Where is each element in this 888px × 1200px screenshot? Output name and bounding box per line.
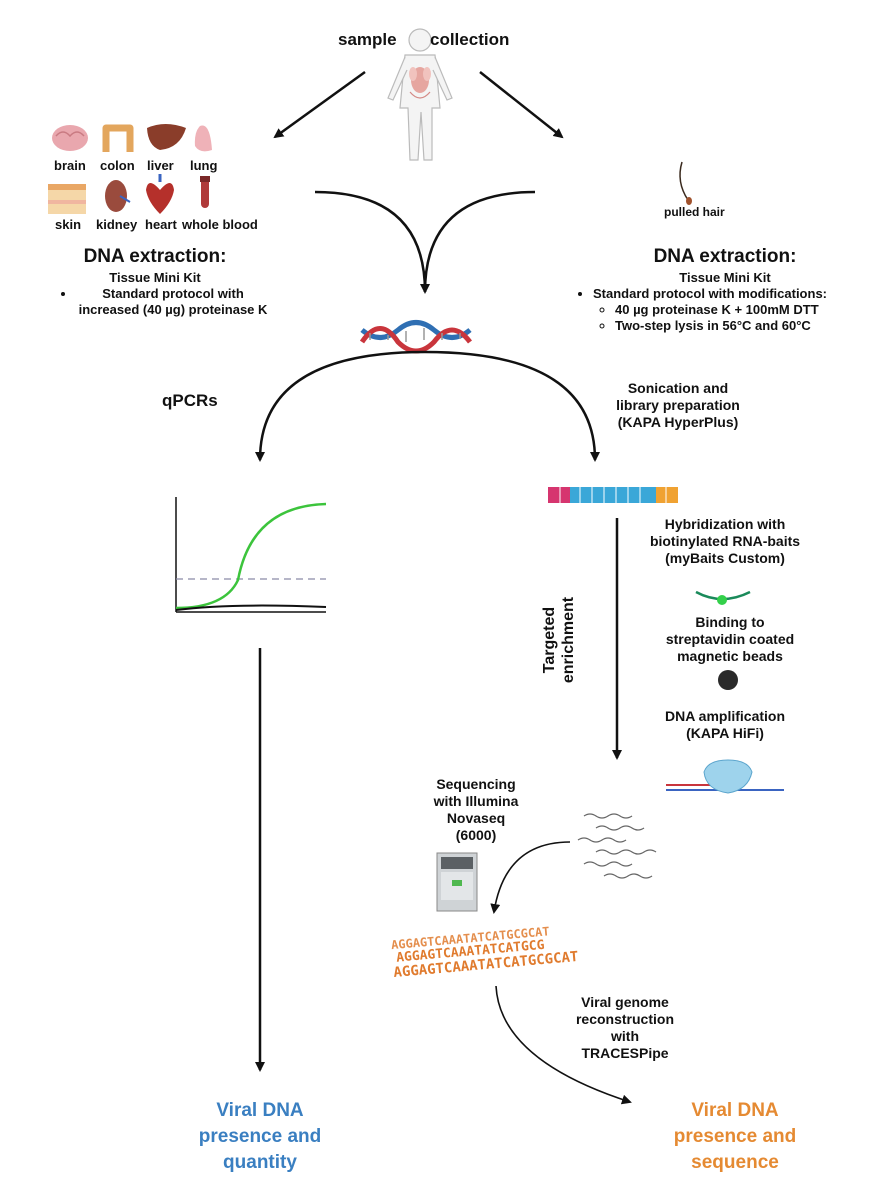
sonication-line-3: (KAPA HyperPlus): [617, 414, 739, 430]
binding-line-3: magnetic beads: [677, 648, 783, 664]
qpcr-label: qPCRs: [162, 391, 218, 410]
qpcr-negative-curve: [175, 604, 327, 611]
outcome-left-line-3: quantity: [223, 1152, 297, 1173]
hair-icon: [679, 161, 692, 205]
organ-label-colon: colon: [100, 158, 135, 173]
left-extraction-bullet: Standard protocol with increased (40 µg)…: [76, 286, 270, 318]
right-extraction-bullets: Standard protocol with modifications: 40…: [575, 286, 875, 334]
brain-icon: [52, 125, 88, 151]
amplification-line-2: (KAPA HiFi): [686, 725, 764, 741]
arrow-to-hair: [479, 71, 564, 139]
colon-icon: [102, 124, 134, 152]
human-figure-icon: [387, 28, 453, 161]
organ-label-lung: lung: [190, 158, 218, 173]
split-curve-library: [424, 350, 600, 462]
hybridization-line-1: Hybridization with: [664, 516, 786, 532]
organ-label-brain: brain: [54, 158, 86, 173]
hybridization-text: Hybridization with biotinylated RNA-bait…: [630, 516, 820, 567]
sequencing-line-2: with Illumina: [433, 793, 519, 809]
sequencing-line-1: Sequencing: [436, 776, 516, 792]
binding-line-1: Binding to: [695, 614, 765, 630]
reconstruction-line-2: reconstruction: [575, 1011, 674, 1027]
organ-label-heart: heart: [145, 217, 177, 232]
right-extraction-title: DNA extraction:: [653, 246, 797, 267]
dna-helix-icon: [359, 320, 472, 354]
left-extraction-title: DNA extraction:: [83, 246, 227, 267]
kidney-icon: [105, 180, 131, 212]
targeted-line-1: Targeted: [541, 606, 558, 674]
right-extraction-sub2: Two-step lysis in 56°C and 60°C: [615, 318, 875, 334]
blood-tube-icon: [200, 176, 210, 208]
outcome-quantity: Viral DNA presence and quantity: [175, 1098, 345, 1176]
left-extraction-kit: Tissue Mini Kit: [109, 270, 201, 285]
binding-line-2: streptavidin coated: [665, 631, 795, 647]
hybridization-line-3: (myBaits Custom): [665, 550, 785, 566]
targeted-enrichment-label: Targeted enrichment: [540, 585, 580, 695]
polymerase-icon: [666, 759, 784, 794]
outcome-right-line-2: presence and: [673, 1126, 797, 1147]
reconstruction-text: Viral genome reconstruction with TRACESP…: [560, 994, 690, 1062]
arrow-to-reads: [490, 841, 571, 914]
library-fragment-icon: [548, 487, 678, 503]
reconstruction-line-4: TRACESPipe: [581, 1045, 669, 1061]
outcome-left-line-1: Viral DNA: [216, 1100, 304, 1121]
arrow-to-sequence: [495, 985, 632, 1105]
qpcr-positive-curve: [175, 502, 327, 610]
merge-curve-right: [420, 190, 536, 294]
skin-icon: [48, 184, 86, 214]
right-extraction-sub1: 40 µg proteinase K + 100mM DTT: [615, 302, 875, 318]
heart-icon: [146, 174, 174, 214]
liver-icon: [147, 124, 186, 150]
hybridization-line-2: biotinylated RNA-baits: [649, 533, 801, 549]
outcome-sequence: Viral DNA presence and sequence: [650, 1098, 820, 1176]
left-extraction-block: DNA extraction: Tissue Mini Kit Standard…: [40, 246, 270, 318]
left-extraction-bullets: Standard protocol with increased (40 µg)…: [40, 286, 270, 318]
right-extraction-bullet: Standard protocol with modifications: 40…: [593, 286, 875, 334]
collection-label: collection: [430, 30, 510, 49]
sonication-line-2: library preparation: [616, 397, 740, 413]
sequencing-text: Sequencing with Illumina Novaseq (6000): [415, 776, 537, 844]
right-extraction-subbullets: 40 µg proteinase K + 100mM DTT Two-step …: [593, 302, 875, 334]
hair-label: pulled hair: [664, 205, 725, 219]
arrow-to-tissues: [273, 70, 366, 139]
magnetic-bead-icon: [718, 670, 738, 690]
sequencing-line-4: (6000): [455, 827, 497, 843]
lung-icon: [194, 125, 212, 152]
sequencing-line-3: Novaseq: [446, 810, 506, 826]
outcome-right-line-3: sequence: [691, 1152, 779, 1173]
amplification-text: DNA amplification (KAPA HiFi): [640, 708, 810, 742]
rna-bait-icon: [695, 590, 751, 605]
right-extraction-bullet-text: Standard protocol with modifications:: [593, 286, 827, 301]
sequencer-machine-icon: [436, 852, 478, 912]
qpcr-amplification-plot: [175, 497, 327, 613]
split-curve-qpcr: [255, 350, 426, 462]
outcome-right-line-1: Viral DNA: [691, 1100, 779, 1121]
outcome-left-line-2: presence and: [198, 1126, 322, 1147]
amplification-line-1: DNA amplification: [664, 708, 786, 724]
organ-label-liver: liver: [147, 158, 174, 173]
sonication-text: Sonication and library preparation (KAPA…: [600, 380, 756, 431]
sequencing-reads-icon: [577, 813, 657, 879]
sonication-line-1: Sonication and: [627, 380, 729, 396]
sample-label: sample: [338, 30, 397, 49]
right-extraction-block: DNA extraction: Tissue Mini Kit Standard…: [575, 246, 875, 334]
right-extraction-kit: Tissue Mini Kit: [679, 270, 771, 285]
reconstruction-line-1: Viral genome: [581, 994, 669, 1010]
organ-label-skin: skin: [55, 217, 82, 232]
organ-label-whole-blood: whole blood: [182, 217, 258, 232]
binding-text: Binding to streptavidin coated magnetic …: [645, 614, 815, 665]
reconstruction-line-3: with: [611, 1028, 639, 1044]
merge-curve-left: [314, 190, 427, 293]
targeted-line-2: enrichment: [560, 596, 577, 684]
organ-label-kidney: kidney: [96, 217, 138, 232]
